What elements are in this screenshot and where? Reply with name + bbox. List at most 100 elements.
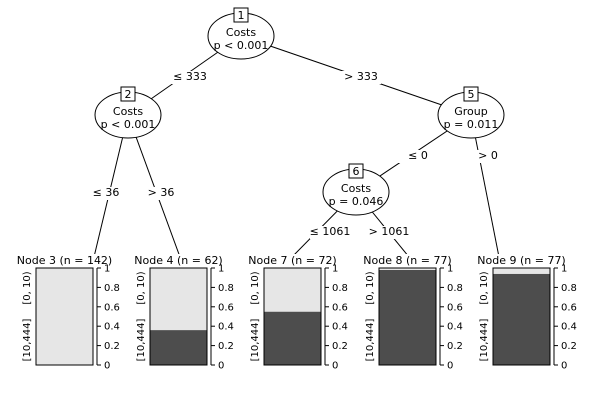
axis-tick-label-8-0: 0 xyxy=(447,361,453,372)
leaf-title-9: Node 9 (n = 77) xyxy=(477,254,565,267)
node-variable-2: Costs xyxy=(113,105,143,118)
level-label-high-8: [10,444] xyxy=(365,319,376,362)
axis-tick-label-9-2: 0.4 xyxy=(561,322,577,333)
node-id-box-6 xyxy=(348,163,364,179)
edge-label-bg-2-3 xyxy=(86,187,126,200)
axis-tick-label-7-2: 0.4 xyxy=(332,322,348,333)
level-label-low-7: [0, 10) xyxy=(250,271,261,304)
edge-label-bg-5-6 xyxy=(398,150,438,163)
node-id-5: 5 xyxy=(468,88,475,101)
leaf-title-7: Node 7 (n = 72) xyxy=(248,254,336,267)
node-id-2: 2 xyxy=(125,88,132,101)
bar-segment-low-9 xyxy=(493,268,550,274)
axis-tick-label-4-4: 0.8 xyxy=(218,283,234,294)
bar-segment-low-3 xyxy=(36,268,93,365)
level-label-high-4: [10,444] xyxy=(136,319,147,362)
axis-tick-label-7-3: 0.6 xyxy=(332,302,348,313)
panel-frame-8 xyxy=(378,267,437,366)
level-label-high-3: [10,444] xyxy=(22,319,33,362)
node-variable-6: Costs xyxy=(341,182,371,195)
bar-segment-low-4 xyxy=(150,268,207,331)
node-pvalue-5: p = 0.011 xyxy=(444,118,499,131)
axis-tick-label-7-1: 0.2 xyxy=(332,341,348,352)
leaf-title-8: Node 8 (n = 77) xyxy=(363,254,451,267)
edge-label-bg-1-2 xyxy=(170,71,210,84)
edge-2-4 xyxy=(127,114,181,258)
level-label-low-3: [0, 10) xyxy=(22,271,33,304)
level-label-high-7: [10,444] xyxy=(250,319,261,362)
edge-label-bg-5-9 xyxy=(468,150,508,163)
level-label-low-8: [0, 10) xyxy=(365,271,376,304)
bar-segment-high-7 xyxy=(264,311,321,365)
node-pvalue-1: p < 0.001 xyxy=(214,39,269,52)
leaf-title-bg-8 xyxy=(359,254,456,266)
bar-segment-low-8 xyxy=(379,268,436,270)
leaf-node-8: Node 8 (n = 77) [0, 10) [10,444] 0 0.2 0.4 0.6… xyxy=(359,254,463,372)
edge-label-5-6: ≤ 0 xyxy=(408,149,428,162)
leaf-title-4: Node 4 (n = 62) xyxy=(134,254,222,267)
axis-tick-label-9-0: 0 xyxy=(561,361,567,372)
leaf-title-bg-7 xyxy=(244,254,341,266)
axis-tick-label-3-3: 0.6 xyxy=(104,302,120,313)
edge-label-6-8: > 1061 xyxy=(369,225,410,238)
node-pvalue-6: p = 0.046 xyxy=(329,195,384,208)
axis-tick-label-8-2: 0.4 xyxy=(447,322,463,333)
node-variable-1: Costs xyxy=(226,26,256,39)
axis-tick-label-7-0: 0 xyxy=(332,361,338,372)
level-label-high-9: [10,444] xyxy=(479,319,490,362)
leaf-node-4: Node 4 (n = 62)[0, 10)[10,444]00.20.40.6… xyxy=(130,254,234,372)
edge-label-1-5: > 333 xyxy=(344,70,378,83)
bar-segment-high-9 xyxy=(493,273,550,365)
bar-segment-high-8 xyxy=(379,269,436,365)
panel-frame-9 xyxy=(492,267,551,366)
leaf-node-9: Node 9 (n = 77)[0, 10)[10,444]00.20.40.6… xyxy=(473,254,577,372)
edge-label-5-9: > 0 xyxy=(478,149,498,162)
edge-label-bg-6-8 xyxy=(369,226,409,239)
leaf-node-7: Node 7 (n = 72) [0, 10) [10,444] 0 0.2 0.4 0.6… xyxy=(244,254,348,372)
node-id-1: 1 xyxy=(238,9,245,22)
axis-tick-label-3-2: 0.4 xyxy=(104,322,120,333)
edge-label-2-3: ≤ 36 xyxy=(93,186,120,199)
edge-label-bg-6-7 xyxy=(310,226,350,239)
edge-2-3 xyxy=(93,114,129,258)
edge-label-bg-1-5 xyxy=(341,71,381,84)
axis-tick-label-4-3: 0.6 xyxy=(218,302,234,313)
node-id-box-1 xyxy=(233,7,249,23)
edges-layer: ≤ 333 > 333 ≤ 36 > 36 ≤ 0 > 0 ≤ 1061 > 1061 xyxy=(86,35,508,258)
node-pvalue-2: p < 0.001 xyxy=(101,118,156,131)
axis-tick-label-4-5: 1 xyxy=(218,264,224,275)
axis-tick-label-7-4: 0.8 xyxy=(332,283,348,294)
level-label-low-9: [0, 10) xyxy=(479,271,490,304)
node-variable-5: Group xyxy=(454,105,488,118)
edge-label-6-7: ≤ 1061 xyxy=(310,225,351,238)
edge-5-9 xyxy=(470,114,500,258)
edge-label-bg-2-4 xyxy=(141,187,181,200)
axis-tick-label-3-1: 0.2 xyxy=(104,341,120,352)
axis-tick-label-4-2: 0.4 xyxy=(218,322,234,333)
panel-frame-7 xyxy=(263,267,322,366)
axis-tick-label-9-1: 0.2 xyxy=(561,341,577,352)
axis-tick-label-7-5: 1 xyxy=(332,264,338,275)
axis-tick-label-8-5: 1 xyxy=(447,264,453,275)
axis-tick-label-3-4: 0.8 xyxy=(104,283,120,294)
axis-tick-label-9-5: 1 xyxy=(561,264,567,275)
axis-tick-label-8-3: 0.6 xyxy=(447,302,463,313)
panel-frame-3 xyxy=(35,267,94,366)
panel-frame-4 xyxy=(149,267,208,366)
leaf-node-3: Node 3 (n = 142)[0, 10)[10,444]00.20.40.… xyxy=(16,254,120,372)
bar-segment-low-7 xyxy=(264,268,321,312)
axis-tick-label-8-4: 0.8 xyxy=(447,283,463,294)
node-id-box-2 xyxy=(120,86,136,102)
edge-label-1-2: ≤ 333 xyxy=(173,70,207,83)
edge-label-2-4: > 36 xyxy=(148,186,175,199)
axis-tick-label-8-1: 0.2 xyxy=(447,341,463,352)
axis-tick-label-3-0: 0 xyxy=(104,361,110,372)
node-id-6: 6 xyxy=(353,165,360,178)
leaf-title-bg-3 xyxy=(16,254,113,266)
